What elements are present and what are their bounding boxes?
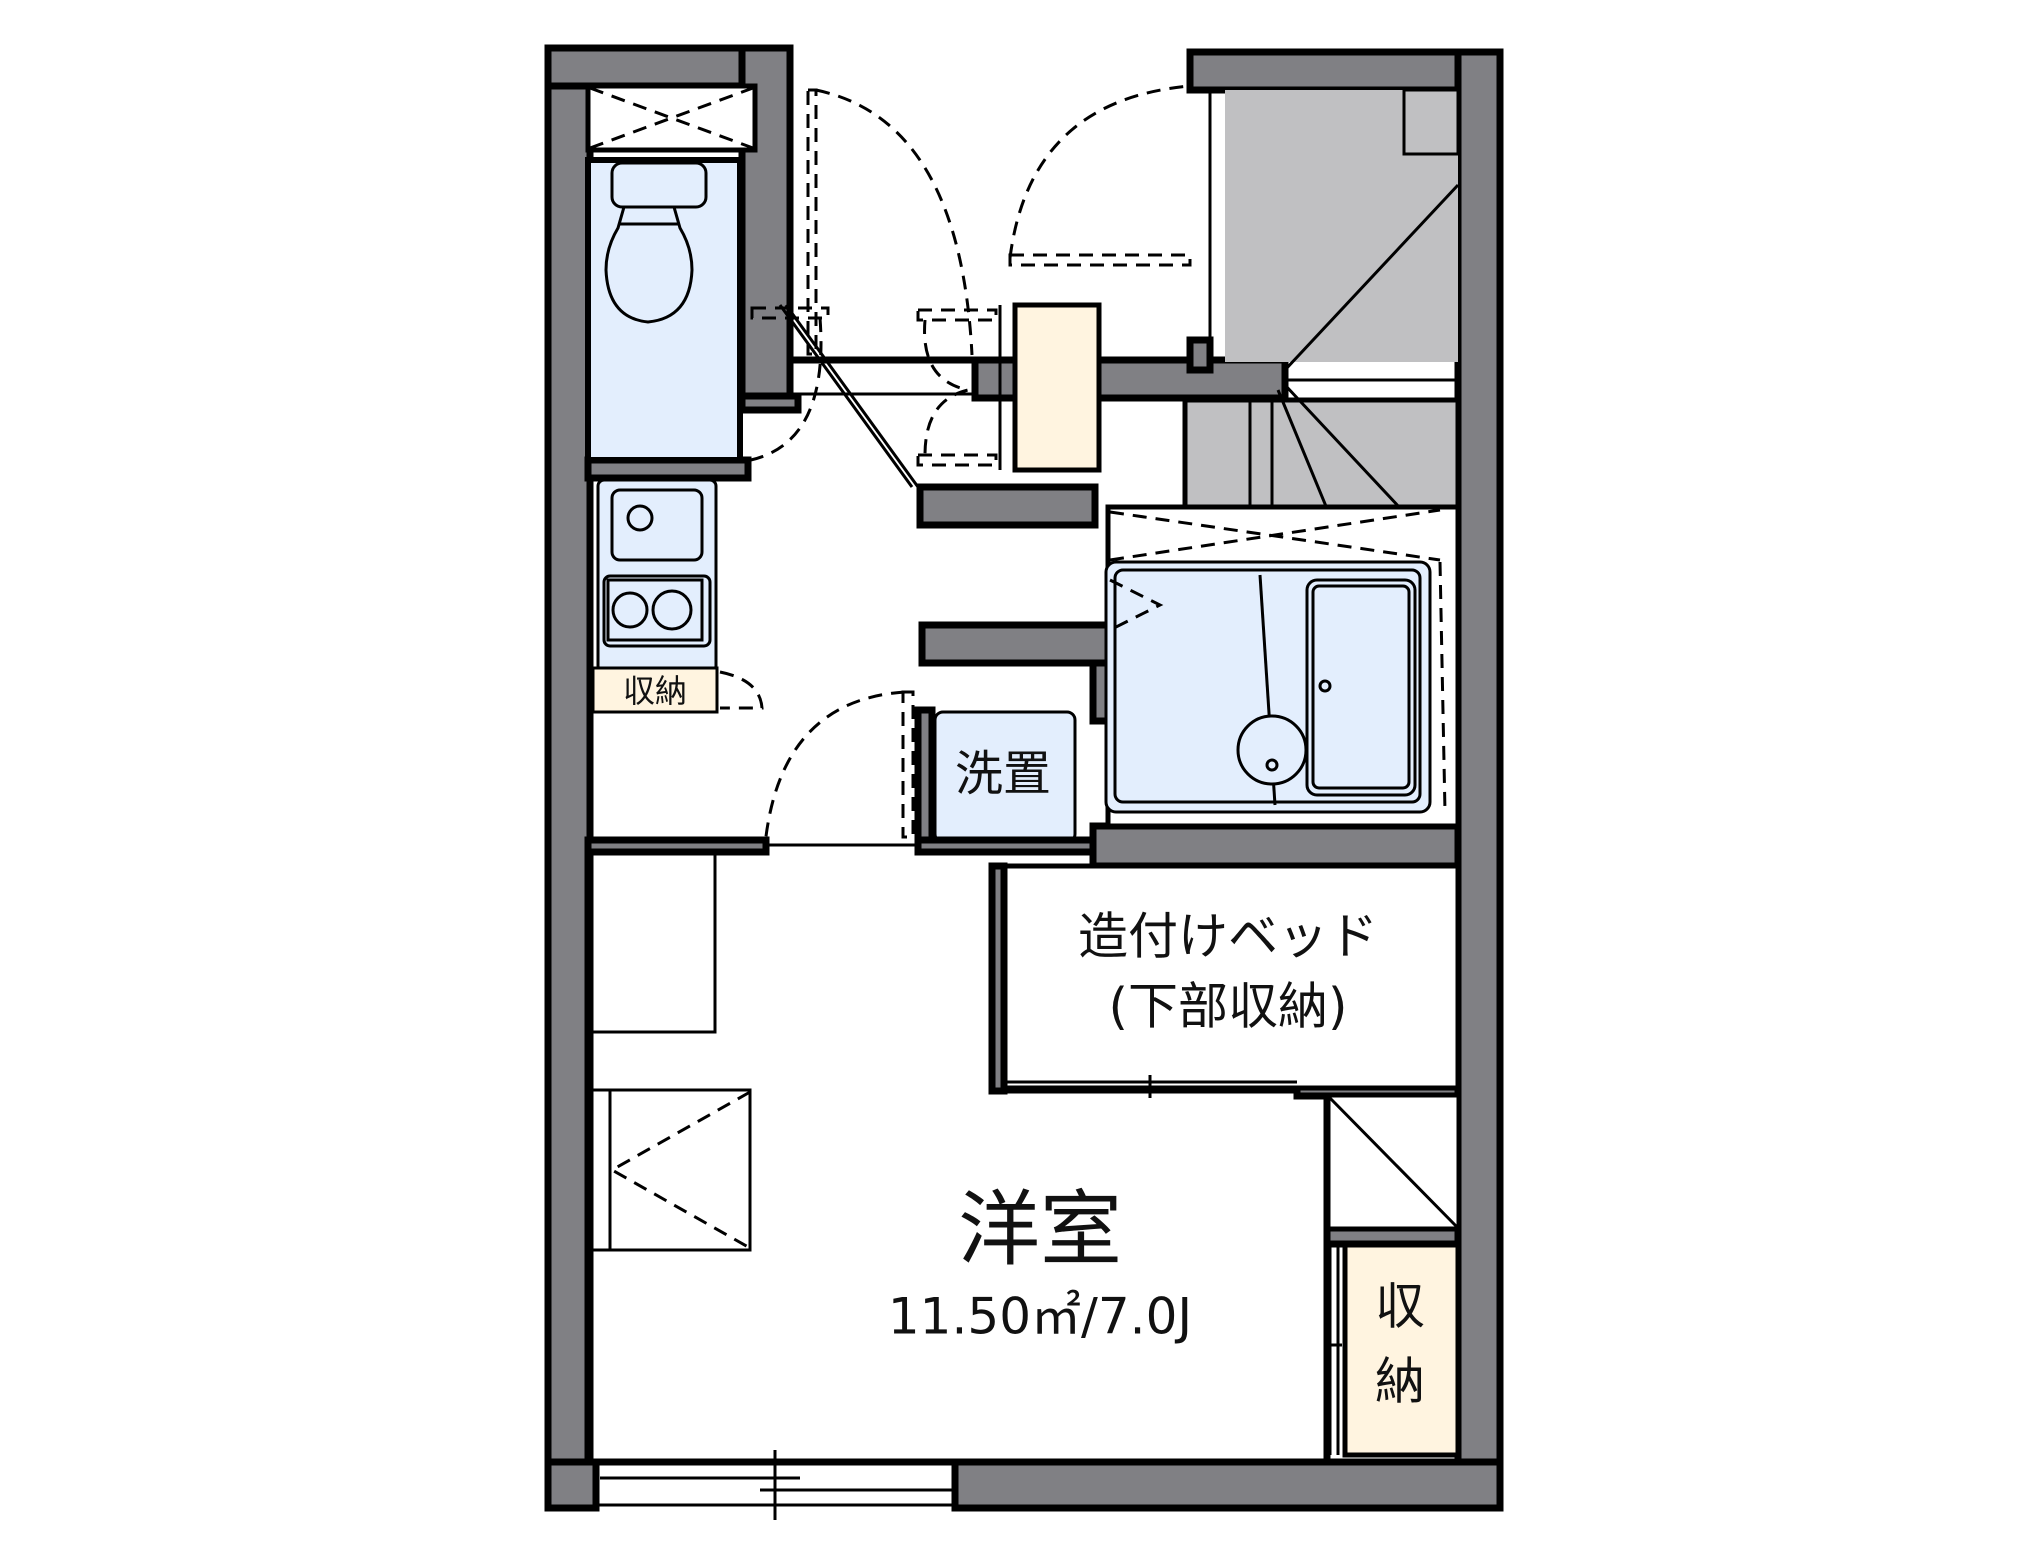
toilet-icon xyxy=(604,205,694,324)
bed-label-line1: 造付けベッド xyxy=(1078,908,1378,966)
kitchen: 収納 xyxy=(591,478,764,714)
closet-label-line1: 収 xyxy=(1375,1278,1425,1336)
room-area: 11.50㎡/7.0J xyxy=(888,1288,1192,1346)
washbasin-icon xyxy=(1236,714,1308,786)
shoe-cabinet xyxy=(1012,302,1102,473)
room-name: 洋室 xyxy=(958,1182,1122,1277)
sink-icon xyxy=(610,488,704,562)
western-room: 洋室 11.50㎡/7.0J xyxy=(588,850,1192,1346)
bed-label-line2: (下部収納) xyxy=(1108,978,1347,1036)
closet-label-line2: 納 xyxy=(1375,1353,1425,1411)
kitchen-storage xyxy=(591,666,719,714)
laundry-area: 洗置 xyxy=(763,690,1077,851)
kitchen-storage-label: 収納 xyxy=(623,672,687,710)
balcony-window xyxy=(584,852,1331,1520)
ventilation-box xyxy=(585,83,758,153)
bathtub-icon xyxy=(1305,578,1417,797)
laundry-label: 洗置 xyxy=(955,746,1051,802)
toilet-room xyxy=(585,157,743,463)
built-in-bed: 造付けベッド (下部収納) xyxy=(988,862,1461,1098)
exterior-walls xyxy=(544,44,1504,1512)
bathroom xyxy=(1104,504,1461,829)
entrance xyxy=(739,84,1192,529)
closet: 収 納 xyxy=(1324,1094,1461,1458)
stove-icon xyxy=(602,574,712,648)
